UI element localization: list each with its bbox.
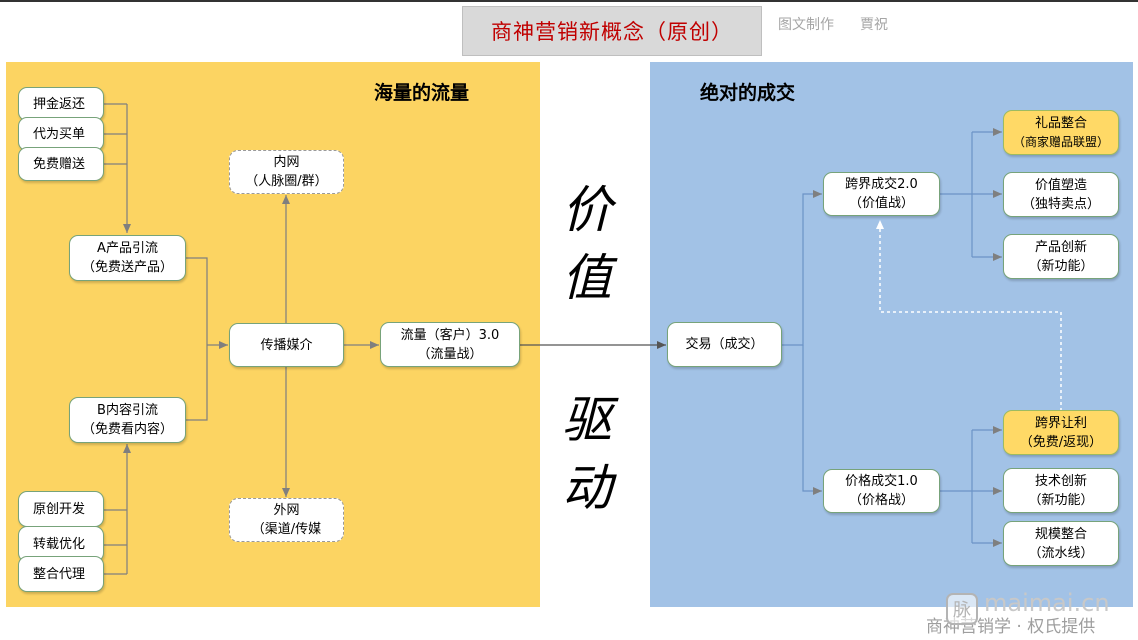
watermark-site: maimai.cn bbox=[984, 589, 1110, 617]
deposit-refund-node: 押金返还 bbox=[18, 87, 104, 121]
deal-panel-title: 绝对的成交 bbox=[700, 82, 796, 104]
product-innovation-sub: （新功能） bbox=[1028, 258, 1094, 274]
traffic-node: 流量（客户）3.0 （流量战） bbox=[380, 322, 520, 367]
pay-on-behalf-node: 代为买单 bbox=[18, 117, 104, 151]
content-traffic-title: B内容引流 bbox=[97, 403, 158, 418]
product-traffic-title: A产品引流 bbox=[97, 241, 158, 256]
integration-agent-label: 整合代理 bbox=[33, 566, 86, 582]
inner-network-sub: （人脉圈/群） bbox=[245, 174, 328, 189]
cross-border-discount-node: 跨界让利 （免费/返现） bbox=[1003, 410, 1119, 455]
repost-optimize-label: 转载优化 bbox=[33, 536, 86, 552]
price-deal-sub: （价格战） bbox=[848, 493, 914, 508]
value-shaping-sub: （独特卖点） bbox=[1021, 196, 1100, 212]
tech-innovation-sub: （新功能） bbox=[1028, 492, 1094, 508]
value-char-2: 值 bbox=[562, 249, 612, 307]
traffic-panel-title: 海量的流量 bbox=[374, 82, 470, 104]
media-channel-node: 传播媒介 bbox=[229, 323, 344, 367]
drive-char-1: 驱 bbox=[562, 391, 612, 449]
price-deal-node: 价格成交1.0 （价格战） bbox=[823, 469, 940, 513]
product-traffic-sub: （免费送产品） bbox=[81, 260, 173, 275]
outer-network-node: 外网 （渠道/传媒 bbox=[229, 498, 344, 542]
credit-label: 图文制作 bbox=[778, 17, 834, 33]
tech-innovation-title: 技术创新 bbox=[1034, 473, 1087, 489]
free-gift-label: 免费赠送 bbox=[33, 156, 86, 172]
traffic-sub: （流量战） bbox=[417, 346, 483, 362]
maimai-logo-icon: 脉 bbox=[946, 593, 978, 625]
deposit-refund-label: 押金返还 bbox=[33, 96, 86, 112]
cross-border-deal-node: 跨界成交2.0 （价值战） bbox=[823, 172, 940, 216]
cross-border-deal-title: 跨界成交2.0 bbox=[845, 177, 918, 192]
value-char-1: 价 bbox=[562, 181, 612, 239]
traffic-title: 流量（客户）3.0 bbox=[400, 327, 500, 343]
cross-border-discount-title: 跨界让利 bbox=[1034, 415, 1087, 431]
cross-border-discount-sub: （免费/返现） bbox=[1019, 434, 1103, 450]
gift-integration-node: 礼品整合 （商家赠品联盟） bbox=[1003, 110, 1119, 155]
tech-innovation-node: 技术创新 （新功能） bbox=[1003, 468, 1119, 513]
deal-node: 交易（成交） bbox=[667, 322, 782, 367]
product-innovation-title: 产品创新 bbox=[1034, 239, 1087, 255]
price-deal-title: 价格成交1.0 bbox=[845, 474, 918, 489]
outer-network-title: 外网 bbox=[273, 503, 300, 518]
content-traffic-node: B内容引流 （免费看内容） bbox=[69, 397, 186, 443]
drive-char-2: 动 bbox=[562, 459, 612, 517]
diagram-title: 商神营销新概念（原创） bbox=[462, 6, 762, 56]
content-traffic-sub: （免费看内容） bbox=[81, 422, 173, 437]
pay-on-behalf-label: 代为买单 bbox=[33, 126, 86, 142]
outer-network-sub: （渠道/传媒 bbox=[251, 522, 322, 537]
product-innovation-node: 产品创新 （新功能） bbox=[1003, 234, 1119, 279]
gift-integration-title: 礼品整合 bbox=[1034, 115, 1087, 131]
value-shaping-title: 价值塑造 bbox=[1034, 177, 1087, 193]
original-dev-label: 原创开发 bbox=[33, 501, 86, 517]
top-rule bbox=[0, 0, 1138, 2]
scale-integration-sub: （流水线） bbox=[1028, 545, 1094, 561]
product-traffic-node: A产品引流 （免费送产品） bbox=[69, 235, 186, 281]
original-dev-node: 原创开发 bbox=[18, 491, 104, 527]
media-channel-label: 传播媒介 bbox=[260, 337, 313, 353]
inner-network-title: 内网 bbox=[273, 155, 300, 170]
scale-integration-title: 规模整合 bbox=[1034, 526, 1087, 542]
cross-border-deal-sub: （价值战） bbox=[848, 196, 914, 211]
inner-network-node: 内网 （人脉圈/群） bbox=[229, 150, 344, 194]
gift-integration-sub: （商家赠品联盟） bbox=[1012, 134, 1109, 149]
value-shaping-node: 价值塑造 （独特卖点） bbox=[1003, 172, 1119, 217]
scale-integration-node: 规模整合 （流水线） bbox=[1003, 521, 1119, 566]
integration-agent-node: 整合代理 bbox=[18, 556, 104, 592]
deal-label: 交易（成交） bbox=[685, 337, 764, 352]
free-gift-node: 免费赠送 bbox=[18, 147, 104, 181]
credit-author: 賈祝 bbox=[860, 17, 888, 33]
